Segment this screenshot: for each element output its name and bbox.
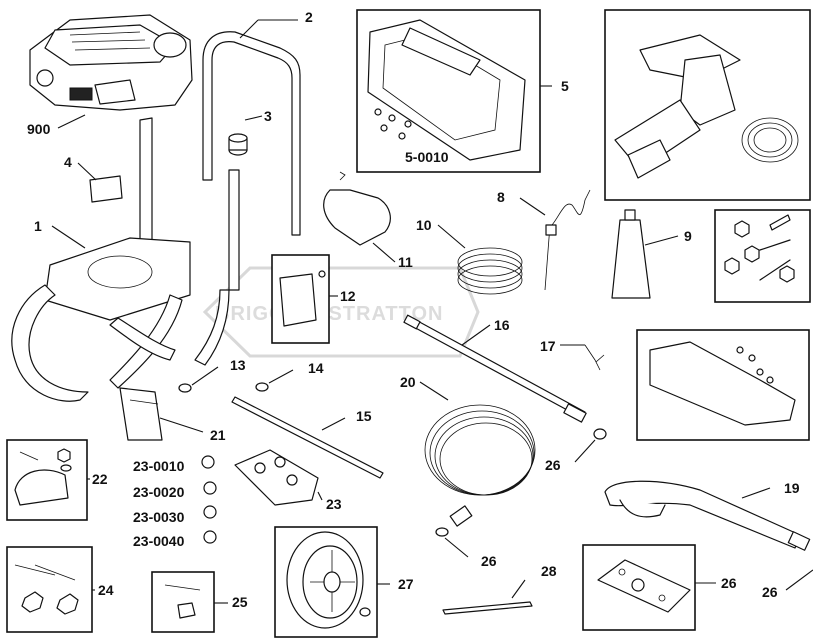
leader-2b <box>239 19 259 39</box>
leader-28 <box>511 579 526 599</box>
callout-8: 8 <box>497 189 505 205</box>
callout-2: 2 <box>305 9 313 25</box>
leader-14 <box>268 369 294 384</box>
callout-9: 9 <box>684 228 692 244</box>
bracket-part-21 <box>119 387 163 441</box>
box-part-25 <box>151 571 215 633</box>
leader-1 <box>51 225 86 249</box>
leader-16 <box>461 324 491 346</box>
leader-21 <box>159 417 204 433</box>
control-panel-part-5 <box>367 19 526 161</box>
pressure-hose-part-20 <box>424 404 536 527</box>
callout-23-0020: 23-0020 <box>133 484 185 500</box>
callout-15: 15 <box>356 408 372 424</box>
callout-27: 27 <box>398 576 414 592</box>
callout-25: 25 <box>232 594 248 610</box>
callout-28: 28 <box>541 563 557 579</box>
choke-rod-part-8 <box>544 189 591 291</box>
watermark: BRIGGS & STRATTON <box>202 266 480 358</box>
plate-part-26 <box>597 559 691 613</box>
plug-part-3 <box>228 133 248 156</box>
leader-20 <box>419 381 449 401</box>
bolt-part-25 <box>164 584 201 619</box>
leader-8 <box>519 197 546 216</box>
clip-part-17 <box>584 344 605 371</box>
callout-16: 16 <box>494 317 510 333</box>
callout-23-0040: 23-0040 <box>133 533 185 549</box>
leader-19 <box>741 487 771 499</box>
callout-24: 24 <box>98 582 114 598</box>
o-ring-part-26-a <box>593 428 607 440</box>
handle-part-2 <box>194 31 301 366</box>
fittings-part-23 <box>201 449 319 544</box>
callout-4: 4 <box>64 154 72 170</box>
washer-part-13 <box>178 383 192 393</box>
callout-23-0010: 23-0010 <box>133 458 185 474</box>
callout-26-d: 26 <box>762 584 778 600</box>
callout-26-c: 26 <box>721 575 737 591</box>
callout-20: 20 <box>400 374 416 390</box>
callout-26-b: 26 <box>481 553 497 569</box>
frame-part-1 <box>11 117 191 402</box>
pump-assembly <box>614 34 799 179</box>
callout-13: 13 <box>230 357 246 373</box>
axle-part-15 <box>231 396 384 479</box>
engine-part-900 <box>29 14 193 111</box>
wand-part-16 <box>403 314 587 423</box>
box-part-24 <box>6 546 93 633</box>
bracket-part-11 <box>323 171 391 246</box>
callout-900: 900 <box>27 121 51 137</box>
plate-part-12 <box>279 270 326 327</box>
wheel-part-27 <box>286 531 371 629</box>
callout-1: 1 <box>34 218 42 234</box>
leader-3 <box>244 115 263 121</box>
callout-17: 17 <box>540 338 556 354</box>
nozzle-holder <box>649 341 796 426</box>
callout-10: 10 <box>416 217 432 233</box>
callout-22: 22 <box>92 471 108 487</box>
callout-11: 11 <box>398 254 413 270</box>
knobs-part-24 <box>14 564 79 615</box>
callout-21: 21 <box>210 427 226 443</box>
leader-13 <box>191 366 219 386</box>
callout-5-0010: 5-0010 <box>405 149 449 165</box>
leader-26-d <box>785 569 813 591</box>
callout-23-0030: 23-0030 <box>133 509 185 525</box>
callout-19: 19 <box>784 480 800 496</box>
box-bolts <box>714 209 811 303</box>
leader-11 <box>372 242 396 263</box>
callout-3: 3 <box>264 108 272 124</box>
leader-15 <box>321 417 346 431</box>
leader-4 <box>77 162 97 181</box>
callout-26-a: 26 <box>545 457 561 473</box>
callout-12: 12 <box>340 288 356 304</box>
o-ring-part-26-b <box>435 527 449 537</box>
callout-5: 5 <box>561 78 569 94</box>
hose-coil-part-10 <box>457 247 523 295</box>
washer-part-14 <box>255 382 269 392</box>
spray-gun-part-19 <box>604 480 811 551</box>
leader-9 <box>644 235 679 246</box>
label-part-4 <box>89 175 123 203</box>
strap-part-28 <box>442 601 533 615</box>
callout-14: 14 <box>308 360 324 376</box>
callout-23: 23 <box>326 496 342 512</box>
bolts-kit <box>724 214 795 283</box>
leader-26-a <box>574 439 596 463</box>
leader-26-b <box>444 537 469 558</box>
leader-23 <box>317 491 323 501</box>
oil-bottle-part-9 <box>611 209 651 299</box>
leader-900 <box>57 114 86 129</box>
foot-part-22 <box>14 448 72 506</box>
leader-10 <box>437 224 466 249</box>
